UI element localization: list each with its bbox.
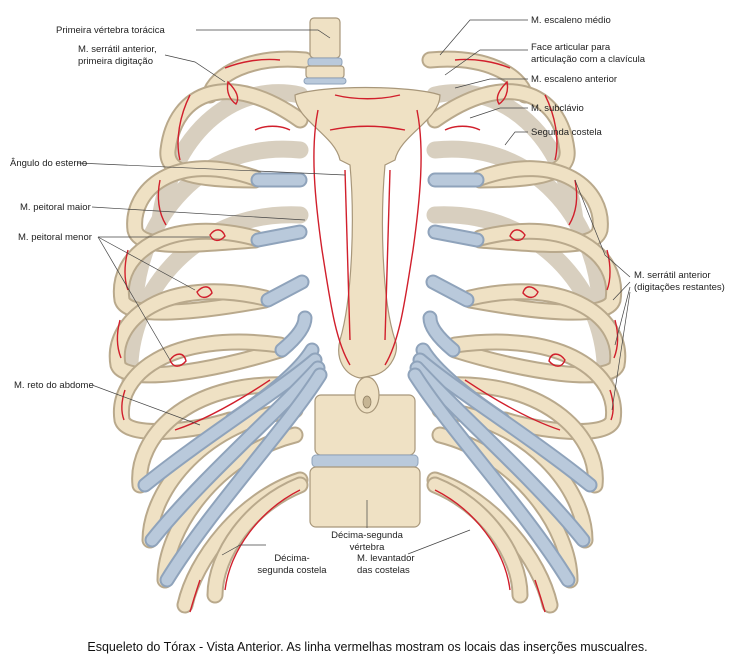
label-face-articular-line1: Face articular para [531, 42, 611, 53]
label-levantador-line2: das costelas [357, 565, 410, 576]
label-face-articular-line2: articulação com a clavícula [531, 54, 646, 65]
label-levantador-line1: M. levantador [357, 553, 415, 564]
label-peitoral-maior: M. peitoral maior [20, 202, 91, 213]
label-reto-abdome: M. reto do abdome [14, 380, 94, 391]
label-decima-segunda-costela-line2: segunda costela [257, 565, 327, 576]
labels: Primeira vértebra torácica M. serrátil a… [10, 15, 725, 576]
sternum [294, 86, 441, 414]
label-serratil-primeira-line2: primeira digitação [78, 56, 153, 67]
label-serratil-restantes-line1: M. serrátil anterior [634, 270, 711, 281]
costal-cartilages [137, 172, 598, 588]
insertion-lines [116, 58, 619, 613]
label-decima-segunda-vertebra-line1: Décima-segunda [331, 530, 404, 541]
label-primeira-vertebra: Primeira vértebra torácica [56, 25, 165, 36]
posterior-ribs [121, 84, 614, 389]
label-segunda-costela: Segunda costela [531, 127, 602, 138]
figure-caption: Esqueleto do Tórax - Vista Anterior. As … [87, 640, 648, 654]
floating-ribs [206, 476, 529, 604]
vertebral-column [303, 17, 421, 528]
label-decima-segunda-costela-line1: Décima- [274, 553, 309, 564]
label-escaleno-anterior: M. escaleno anterior [531, 74, 617, 85]
label-angulo-esterno: Ângulo do esterno [10, 158, 87, 169]
label-subclavio: M. subclávio [531, 103, 584, 114]
label-decima-segunda-vertebra-line2: vértebra [350, 542, 386, 553]
leader-lines [77, 19, 631, 556]
label-escaleno-medio: M. escaleno médio [531, 15, 611, 26]
label-serratil-primeira-line1: M. serrátil anterior, [78, 44, 157, 55]
label-serratil-restantes-line2: (digitações restantes) [634, 282, 725, 293]
label-peitoral-menor: M. peitoral menor [18, 232, 92, 243]
